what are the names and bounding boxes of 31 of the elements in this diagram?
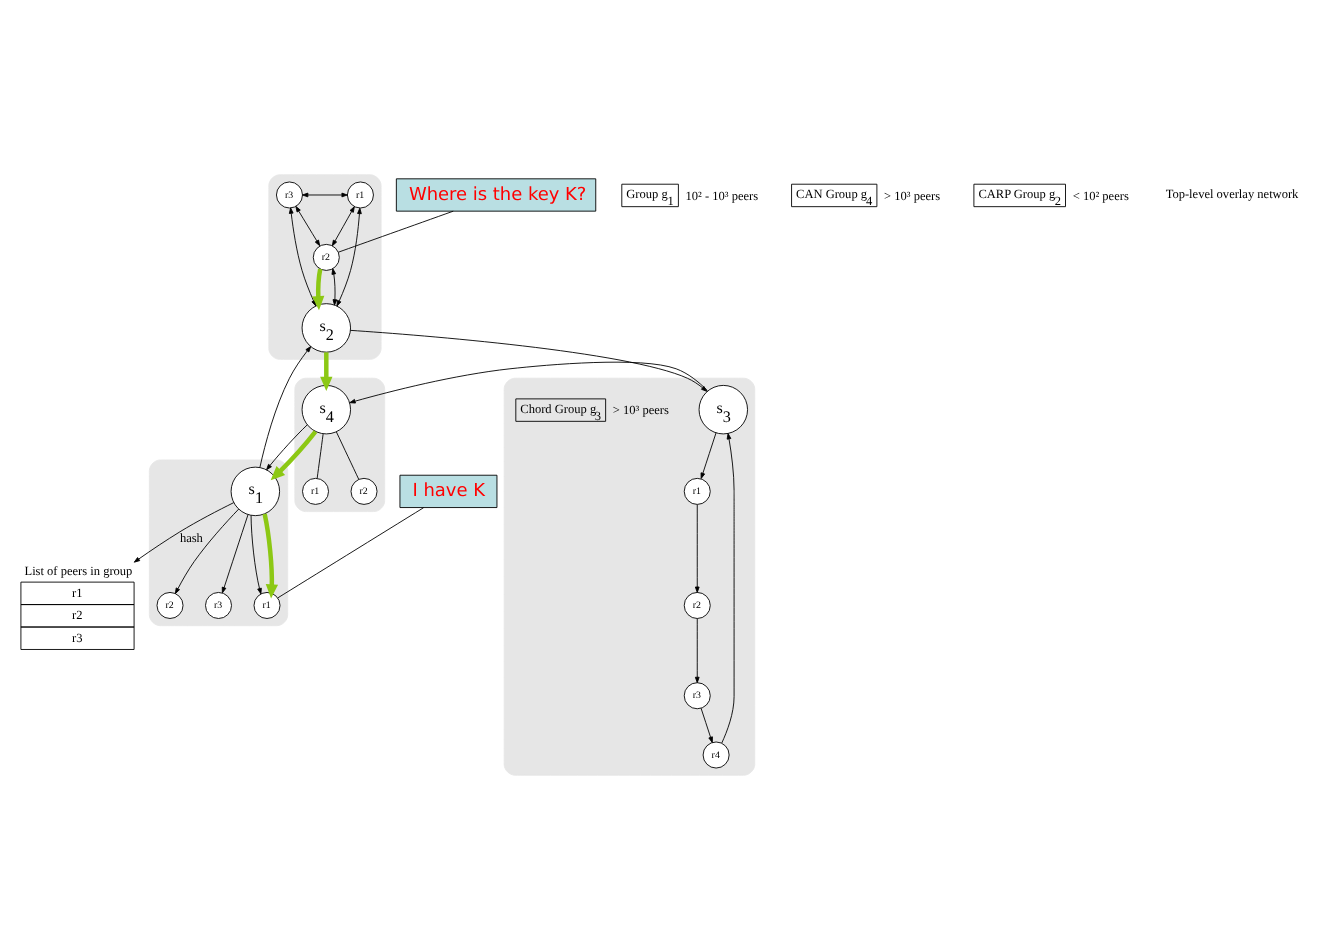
arrow — [302, 192, 348, 198]
arrow — [262, 513, 279, 599]
arrow — [349, 361, 708, 404]
arrow — [336, 207, 362, 307]
arrow — [266, 424, 308, 471]
arrow — [133, 502, 235, 563]
arrow — [295, 206, 321, 247]
arrow — [259, 346, 312, 468]
arrow — [288, 207, 317, 307]
cluster — [503, 377, 756, 776]
arrow — [721, 433, 735, 744]
connector — [337, 210, 454, 253]
arrow — [221, 514, 249, 594]
arrow — [312, 268, 325, 311]
arrow — [694, 618, 700, 684]
arrow — [320, 352, 333, 391]
arrow — [250, 514, 262, 595]
arrow — [694, 504, 700, 593]
cluster — [268, 174, 382, 360]
arrow — [331, 206, 355, 247]
arrow — [331, 268, 338, 306]
arrow — [174, 508, 240, 594]
arrow — [350, 329, 708, 392]
arrow — [270, 430, 318, 481]
arrow — [700, 432, 717, 479]
connector — [316, 433, 324, 479]
connector — [335, 431, 360, 480]
connector — [277, 507, 425, 599]
node-box: Where is the key K? — [395, 178, 597, 212]
node-box: I have K — [399, 474, 498, 508]
arrow — [700, 707, 713, 743]
